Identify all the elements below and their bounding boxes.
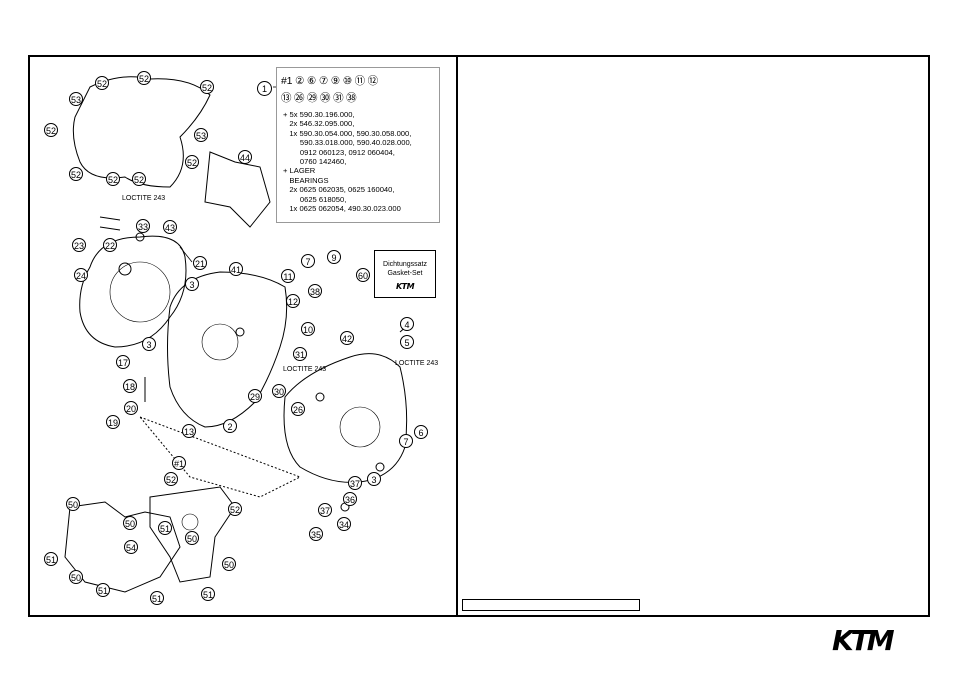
gasket-set-box: Dichtungssatz Gasket-Set KTM (374, 250, 436, 298)
part-callout: 42 (340, 331, 354, 345)
kit-line: + LAGER (283, 166, 316, 176)
gasket-set-label-en: Gasket-Set (387, 270, 423, 277)
kit-part-list: + 5x 590.30.196.000, 2x 546.32.095.000, … (283, 110, 412, 213)
gasket-set-label-de: Dichtungssatz (383, 261, 427, 268)
part-callout: 7 (399, 434, 413, 448)
kit-line: 0912 060123, 0912 060404, (283, 147, 395, 157)
part-callout: 12 (286, 294, 300, 308)
part-callout: 37 (318, 503, 332, 517)
part-callout: 3 (142, 337, 156, 351)
part-callout: 53 (194, 128, 208, 142)
part-callout: 19 (106, 415, 120, 429)
part-callout: 35 (309, 527, 323, 541)
part-callout: 22 (103, 238, 117, 252)
part-callout: 53 (69, 92, 83, 106)
main-part-number: 1 (257, 81, 272, 96)
kit-line: + 5x 590.30.196.000, (283, 110, 355, 119)
part-callout: 36 (343, 492, 357, 506)
part-callout: 38 (308, 284, 322, 298)
empty-text-box (462, 599, 640, 611)
kit-line: 2x 0625 062035, 0625 160040, (283, 185, 395, 195)
part-callout: 3 (185, 277, 199, 291)
part-callout: 9 (327, 250, 341, 264)
part-callout: 52 (44, 123, 58, 137)
kit-contents-row-2: ⑬ ㉖ ㉙ ㉚ ㉛ ㊳ (281, 92, 357, 104)
part-callout: 52 (137, 71, 151, 85)
part-callout: 44 (238, 150, 252, 164)
gasket-set-number: 60 (356, 268, 370, 282)
part-callout: 52 (69, 167, 83, 181)
part-callout: 31 (293, 347, 307, 361)
part-callout: 50 (185, 531, 199, 545)
part-callout: 10 (301, 322, 315, 336)
part-callout: 52 (200, 80, 214, 94)
part-callout: 5 (400, 335, 414, 349)
part-callout: 41 (229, 262, 243, 276)
part-callout: 51 (201, 587, 215, 601)
part-callout: 17 (116, 355, 130, 369)
part-callout: 50 (69, 570, 83, 584)
loctite-label: LOCTITE 243 (395, 360, 439, 367)
part-callout: 33 (136, 219, 150, 233)
part-callout: 20 (124, 401, 138, 415)
part-callout: 21 (193, 256, 207, 270)
kit-line: 0625 618050, (283, 194, 347, 204)
part-callout: 51 (96, 583, 110, 597)
part-callout: 50 (66, 497, 80, 511)
part-callout: 52 (228, 502, 242, 516)
part-callout: 52 (164, 472, 178, 486)
part-callout: #1 (172, 456, 186, 470)
kit-line: 2x 546.32.095.000, (283, 119, 355, 129)
part-callout: 37 (348, 476, 362, 490)
part-callout: 34 (337, 517, 351, 531)
kit-line: 0760 142460, (283, 157, 347, 167)
loctite-label: LOCTITE 243 (122, 195, 166, 202)
ktm-logo: KTM (832, 624, 895, 657)
part-callout: 24 (74, 268, 88, 282)
part-callout: 52 (95, 76, 109, 90)
part-callout: 50 (222, 557, 236, 571)
kit-line: 1x 590.30.054.000, 590.30.058.000, (283, 128, 412, 138)
part-callout: 11 (281, 269, 295, 283)
part-callout: 2 (223, 419, 237, 433)
part-callout: 51 (158, 521, 172, 535)
part-callout: 43 (163, 220, 177, 234)
part-callout: 13 (182, 424, 196, 438)
part-callout: 7 (301, 254, 315, 268)
kit-line: BEARINGS (283, 175, 329, 185)
part-callout: 51 (150, 591, 164, 605)
part-kit-callout: #1 ② ⑥ ⑦ ⑨ ⑩ ⑪ ⑫ ⑬ ㉖ ㉙ ㉚ ㉛ ㊳ + 5x 590.30… (276, 67, 440, 223)
kit-line: 1x 0625 062054, 490.30.023.000 (283, 204, 401, 214)
part-callout: 51 (44, 552, 58, 566)
part-callout: 26 (291, 402, 305, 416)
part-callout: 29 (248, 389, 262, 403)
part-callout: 54 (124, 540, 138, 554)
part-callout: 30 (272, 384, 286, 398)
gasket-set-logo: KTM (395, 282, 415, 291)
part-callout: 50 (123, 516, 137, 530)
part-callout: 52 (106, 172, 120, 186)
page-frame (28, 55, 930, 617)
part-callout: 4 (400, 317, 414, 331)
part-callout: 3 (367, 472, 381, 486)
loctite-label: LOCTITE 243 (283, 366, 327, 373)
part-callout: 23 (72, 238, 86, 252)
part-callout: 52 (185, 155, 199, 169)
part-callout: 6 (414, 425, 428, 439)
kit-line: 590.33.018.000, 590.40.028.000, (283, 138, 412, 148)
column-divider (456, 55, 458, 617)
part-callout: 18 (123, 379, 137, 393)
part-callout: 52 (132, 172, 146, 186)
kit-contents-row-1: #1 ② ⑥ ⑦ ⑨ ⑩ ⑪ ⑫ (281, 75, 378, 87)
